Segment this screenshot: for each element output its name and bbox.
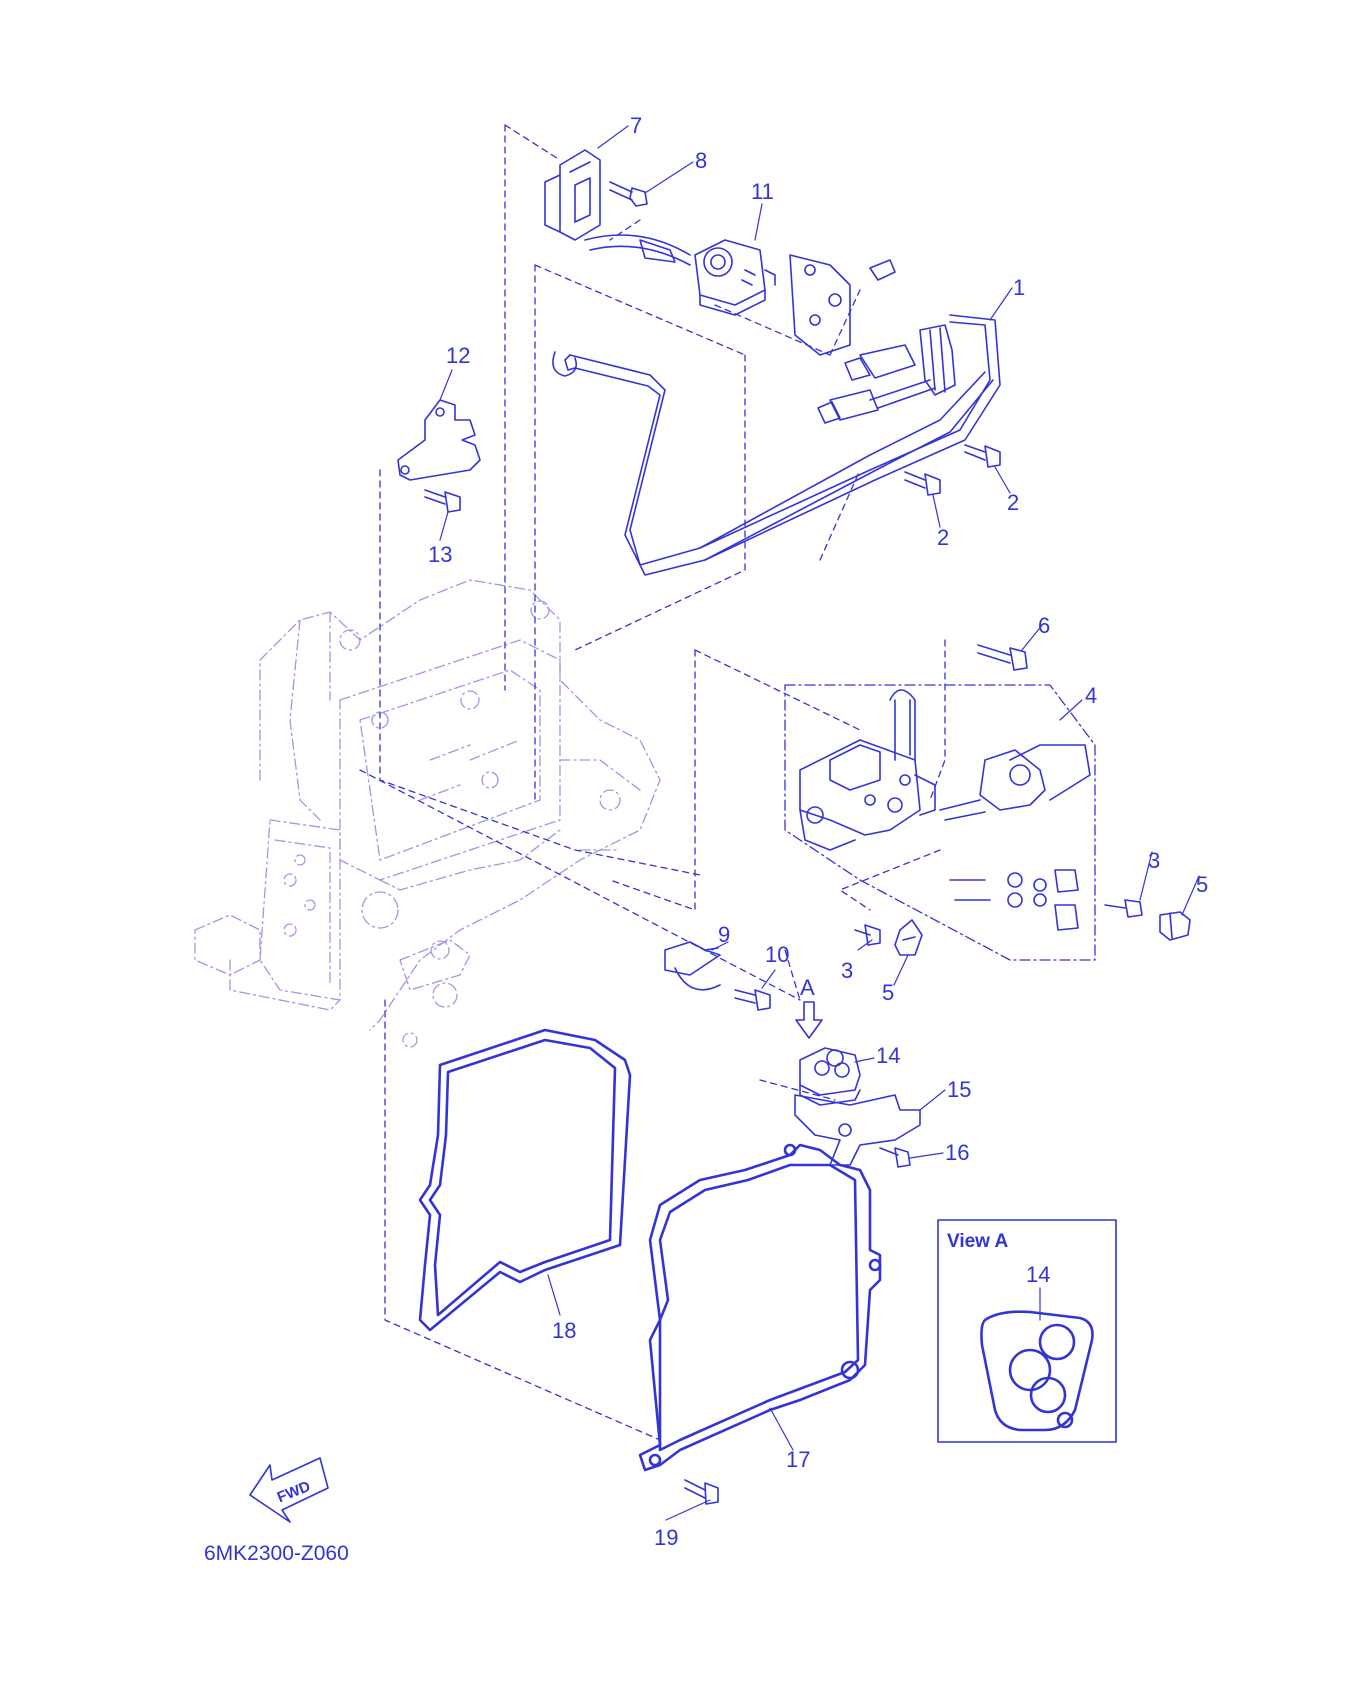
callout-label: 5 — [1196, 872, 1208, 897]
wire-harness-part-1 — [552, 234, 1001, 576]
diagram-code: 6MK2300-Z060 — [204, 1542, 349, 1565]
callout-label: 18 — [552, 1318, 576, 1343]
callout-label: 1 — [1013, 275, 1025, 300]
gasket-part-18 — [418, 1028, 632, 1332]
mounting-plate — [789, 254, 896, 356]
callout-label: 8 — [695, 148, 707, 173]
callout-label: 6 — [1038, 613, 1050, 638]
screw-part-13 — [424, 489, 461, 513]
sensor-part-11 — [694, 239, 776, 316]
view-a-inset — [937, 1219, 1117, 1443]
callout-label: 17 — [786, 1447, 810, 1472]
callout-label: 15 — [947, 1077, 971, 1102]
bolt-part-2-b — [904, 471, 941, 496]
clip-part-9 — [664, 941, 721, 991]
holder-bracket-part-7 — [544, 149, 601, 241]
bracket-part-12 — [397, 399, 481, 481]
callout-label: 12 — [446, 343, 470, 368]
assembly-leader-lines — [359, 124, 946, 1441]
callout-labels: 1 2 2 3 3 4 5 5 6 7 8 9 10 11 12 13 14 1… — [428, 113, 1208, 1550]
cover-part-17 — [638, 1143, 882, 1472]
fwd-label: FWD — [275, 1478, 313, 1507]
fwd-arrow — [249, 1457, 329, 1523]
callout-label: 5 — [882, 980, 894, 1005]
screw-part-19 — [684, 1479, 719, 1505]
callout-label: 2 — [937, 525, 949, 550]
callout-leaders — [439, 125, 1200, 1521]
view-a-title: View A — [947, 1231, 1009, 1252]
view-a-arrow — [795, 1001, 823, 1039]
cap-part-5-b — [894, 919, 923, 956]
bolt-part-2-a — [964, 444, 1001, 468]
screw-part-16 — [879, 1147, 911, 1168]
callout-label: 7 — [630, 113, 642, 138]
bolt-part-6 — [977, 644, 1028, 671]
view-a-arrow-label: A — [800, 975, 815, 1000]
bracket-part-15 — [794, 1094, 921, 1166]
callout-label: 4 — [1085, 683, 1097, 708]
callout-label: 3 — [841, 958, 853, 983]
screw-part-3-a — [1104, 899, 1143, 918]
callout-label: 11 — [751, 179, 774, 204]
callout-label: 14 — [876, 1043, 900, 1068]
callout-label: 9 — [718, 922, 730, 947]
valve-assembly-part-4 — [784, 684, 1096, 961]
callout-label: 14 — [1026, 1262, 1050, 1287]
callout-label: 13 — [428, 542, 452, 567]
grommet-part-14 — [799, 1047, 861, 1106]
callout-label: 19 — [654, 1525, 678, 1550]
engine-block-outline — [194, 579, 661, 1048]
screw-part-8 — [609, 181, 648, 207]
cap-part-5-a — [1159, 911, 1191, 941]
callout-label: 10 — [765, 942, 789, 967]
view-a-frame — [937, 1219, 1117, 1443]
callout-label: 2 — [1007, 490, 1019, 515]
screw-part-10 — [734, 989, 771, 1011]
view-a-grommet — [980, 1310, 1094, 1432]
callout-label: 16 — [945, 1140, 969, 1165]
screw-part-3-b — [854, 924, 881, 946]
